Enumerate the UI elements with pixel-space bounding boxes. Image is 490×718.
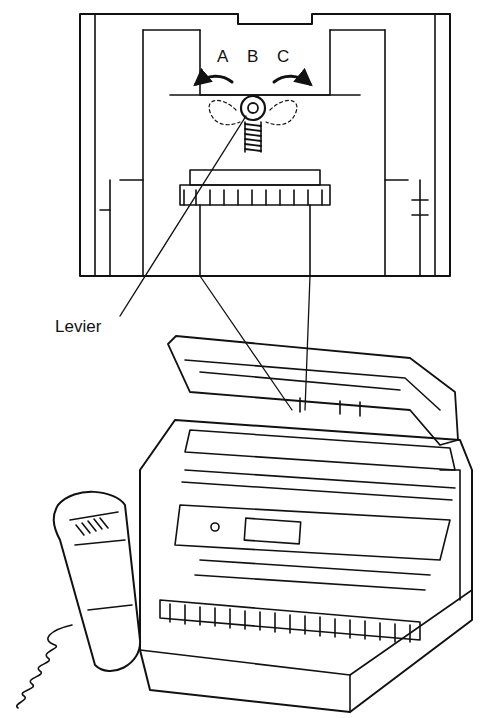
position-letter: A (216, 48, 229, 65)
part-label: Levier (54, 318, 102, 335)
detail-inset (80, 14, 450, 276)
leader-line (120, 116, 246, 316)
position-letter: C (276, 48, 290, 65)
position-letter: B (246, 48, 259, 65)
fax-machine (17, 336, 472, 712)
